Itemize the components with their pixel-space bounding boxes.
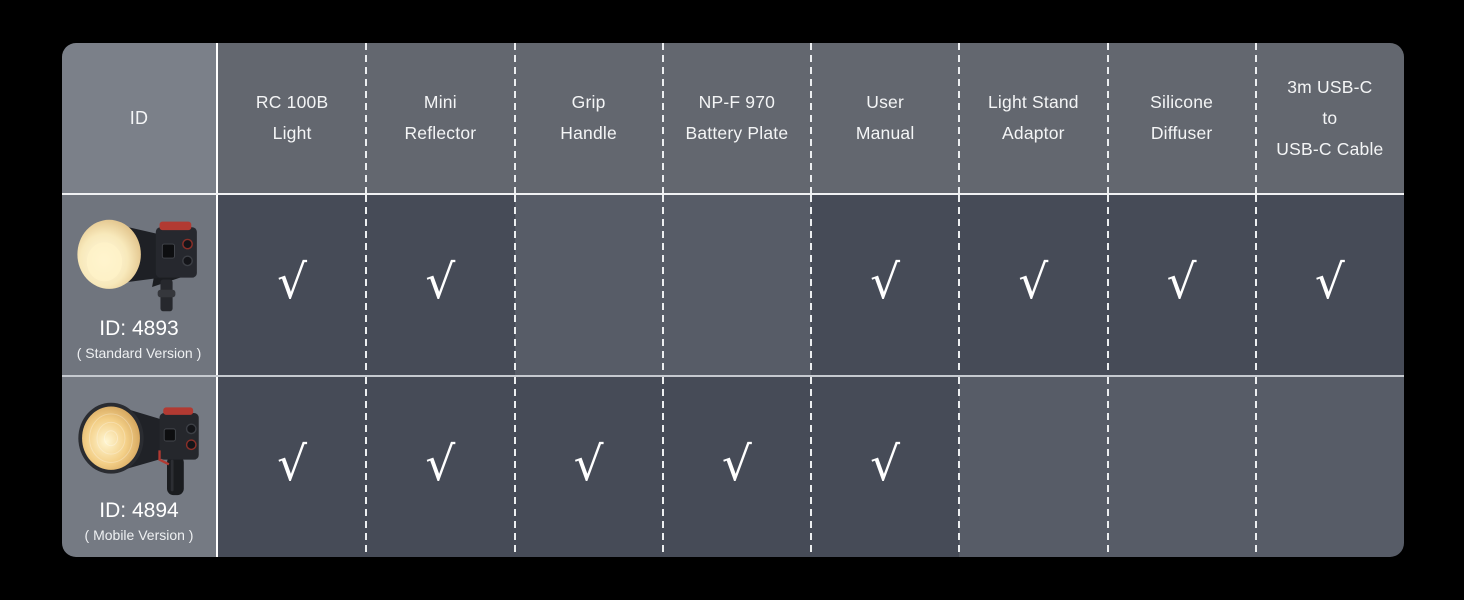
product-id-cell-4893: ID: 4893 ( Standard Version ) (62, 195, 216, 375)
cell-4894-silicone-diffuser (1106, 377, 1256, 557)
header-label-light-stand-adaptor: Light Stand Adaptor (988, 92, 1079, 143)
product-id-label-4894: ID: 4894 (99, 499, 179, 522)
check-mark: √ (870, 436, 901, 492)
check-mark: √ (425, 436, 456, 492)
check-mark: √ (1166, 254, 1197, 310)
header-cell-light-stand-adaptor: Light Stand Adaptor (958, 43, 1108, 193)
check-mark: √ (277, 254, 308, 310)
cell-4893-3m-usb-c-cable: √ (1254, 195, 1404, 375)
check-mark: √ (573, 436, 604, 492)
header-cell-grip-handle: Grip Handle (513, 43, 663, 193)
header-cell-rc-100b-light: RC 100B Light (216, 43, 367, 193)
cell-4893-mini-reflector: √ (365, 195, 515, 375)
cell-4894-np-f-970-battery-plate: √ (661, 377, 811, 557)
cell-4894-mini-reflector: √ (365, 377, 515, 557)
check-mark: √ (277, 436, 308, 492)
product-photo-standard-version-light-icon (77, 219, 197, 312)
check-mark: √ (1018, 254, 1049, 310)
header-label-user-manual: User Manual (855, 92, 915, 143)
header-label-mini-reflector: Mini Reflector (404, 92, 477, 143)
product-id-label-4893: ID: 4893 (99, 317, 179, 340)
check-mark: √ (425, 254, 456, 310)
check-mark: √ (1314, 254, 1345, 310)
cell-4894-light-stand-adaptor (958, 377, 1108, 557)
accessories-comparison-table: ID RC 100B Light Mini Reflector Grip Han… (62, 43, 1404, 557)
product-version-label-mobile: ( Mobile Version ) (84, 527, 194, 543)
cell-4894-user-manual: √ (809, 377, 960, 557)
cell-4893-silicone-diffuser: √ (1106, 195, 1256, 375)
header-cell-silicone-diffuser: Silicone Diffuser (1106, 43, 1256, 193)
product-photo-mobile-version-light-icon (78, 402, 199, 496)
table-row-mobile-version: ID: 4894 ( Mobile Version ) √ √ √ √ √ (62, 375, 1404, 557)
table-header-row: ID RC 100B Light Mini Reflector Grip Han… (62, 43, 1404, 193)
cell-4893-light-stand-adaptor: √ (958, 195, 1108, 375)
header-cell-3m-usb-c-cable: 3m USB-C to USB-C Cable (1254, 43, 1404, 193)
header-label-grip-handle: Grip Handle (560, 92, 617, 143)
header-cell-id: ID (62, 43, 216, 193)
check-mark: √ (870, 254, 901, 310)
product-version-label-standard: ( Standard Version ) (76, 345, 202, 361)
header-label-silicone-diffuser: Silicone Diffuser (1150, 92, 1214, 143)
cell-4893-rc-100b-light: √ (216, 195, 367, 375)
header-label-id: ID (129, 107, 149, 128)
header-label-rc-100b-light: RC 100B Light (255, 92, 329, 143)
cell-4893-np-f-970-battery-plate (661, 195, 811, 375)
table-row-standard-version: ID: 4893 ( Standard Version ) √ √ √ √ √ … (62, 193, 1404, 375)
header-label-np-f-970-battery-plate: NP-F 970 Battery Plate (685, 92, 789, 143)
check-mark: √ (721, 436, 752, 492)
cell-4894-3m-usb-c-cable (1254, 377, 1404, 557)
cell-4893-user-manual: √ (809, 195, 960, 375)
cell-4894-grip-handle: √ (513, 377, 663, 557)
header-cell-user-manual: User Manual (809, 43, 960, 193)
cell-4893-grip-handle (513, 195, 663, 375)
cell-4894-rc-100b-light: √ (216, 377, 367, 557)
header-cell-np-f-970-battery-plate: NP-F 970 Battery Plate (661, 43, 811, 193)
header-label-3m-usb-c-cable: 3m USB-C to USB-C Cable (1276, 76, 1384, 159)
product-id-cell-4894: ID: 4894 ( Mobile Version ) (62, 377, 216, 557)
header-cell-mini-reflector: Mini Reflector (365, 43, 515, 193)
